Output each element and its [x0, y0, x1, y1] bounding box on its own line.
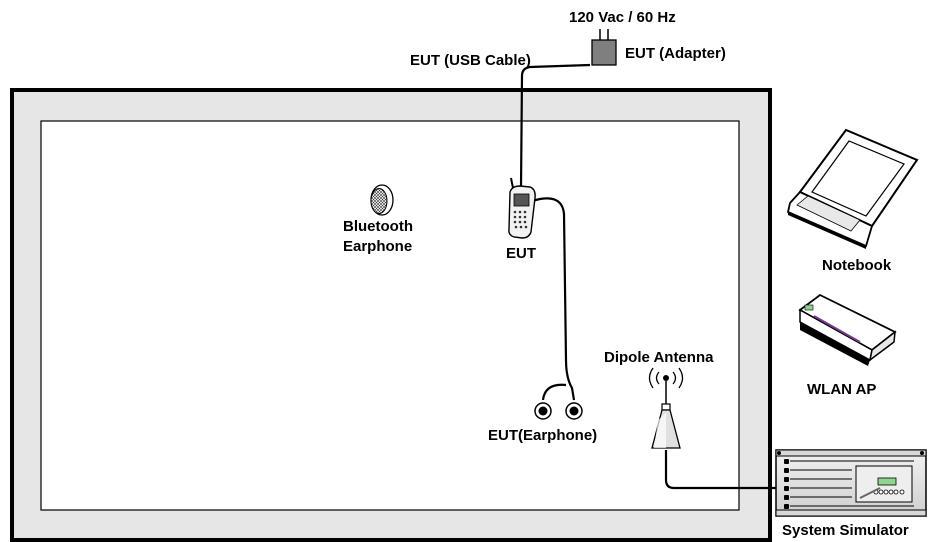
notebook-label: Notebook	[822, 257, 892, 274]
wlan-ap-label: WLAN AP	[807, 381, 876, 398]
adapter-label: EUT (Adapter)	[625, 45, 726, 62]
chamber-inner-area	[40, 120, 740, 511]
earphone-icon	[534, 402, 583, 420]
usb-cable	[519, 63, 591, 189]
wlan-ap-icon	[798, 293, 897, 366]
earphone-cable-left	[541, 383, 567, 401]
phone-icon	[508, 177, 536, 239]
bluetooth-label-line2: Earphone	[343, 238, 412, 255]
eut-earphone-label: EUT(Earphone)	[488, 427, 597, 444]
cables	[519, 63, 783, 490]
usb-cable-label: EUT (USB Cable)	[410, 52, 531, 69]
dipole-antenna-label: Dipole Antenna	[604, 349, 714, 366]
earphone-cable-right	[531, 197, 576, 401]
eut-label: EUT	[506, 245, 536, 262]
adapter-icon	[591, 29, 617, 66]
power-label: 120 Vac / 60 Hz	[569, 9, 676, 26]
test-chamber	[10, 88, 772, 542]
system-simulator-label: System Simulator	[782, 522, 909, 539]
bluetooth-earphone-icon	[370, 184, 394, 216]
bluetooth-label-line1: Bluetooth	[343, 218, 413, 235]
system-simulator-icon	[775, 449, 927, 517]
antenna-cable	[664, 450, 783, 490]
dipole-antenna-icon	[648, 367, 684, 449]
notebook-icon	[786, 128, 919, 249]
